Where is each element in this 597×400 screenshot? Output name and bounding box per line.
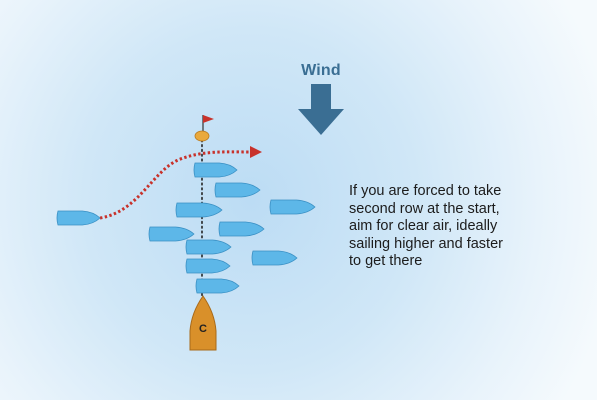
committee-boat-label: C — [199, 323, 207, 335]
boat-mid-3 — [185, 258, 231, 274]
boat-mid-1 — [218, 221, 265, 237]
committee-boat: C — [189, 295, 217, 351]
fleet — [56, 162, 316, 294]
wind-arrow-icon — [298, 84, 344, 135]
course-arrowhead-icon — [250, 146, 262, 158]
caption-line: to get there — [349, 253, 423, 269]
boat-main — [56, 210, 101, 226]
committee-boat-hull — [189, 295, 217, 351]
boat-front-1 — [193, 162, 238, 178]
caption-line: second row at the start, — [349, 200, 500, 217]
wind-label: Wind — [301, 62, 341, 79]
caption-line: aim for clear air, ideally — [349, 218, 498, 234]
boat-front-3 — [175, 202, 223, 218]
caption-line: If you are forced to take — [349, 183, 502, 199]
flag-icon — [203, 115, 214, 123]
boat-left-1 — [148, 226, 195, 242]
caption-line: sailing higher and faster — [349, 235, 503, 252]
boat-bottom-1 — [195, 278, 240, 294]
boat-right-1 — [269, 199, 316, 215]
boat-mid-2 — [185, 239, 232, 255]
boat-front-2 — [214, 182, 261, 198]
boat-right-2 — [251, 250, 298, 266]
buoy-icon — [194, 130, 210, 142]
pin-end-buoy — [194, 115, 214, 142]
course-path — [99, 150, 253, 220]
caption: If you are forced to take second row at … — [349, 183, 579, 271]
